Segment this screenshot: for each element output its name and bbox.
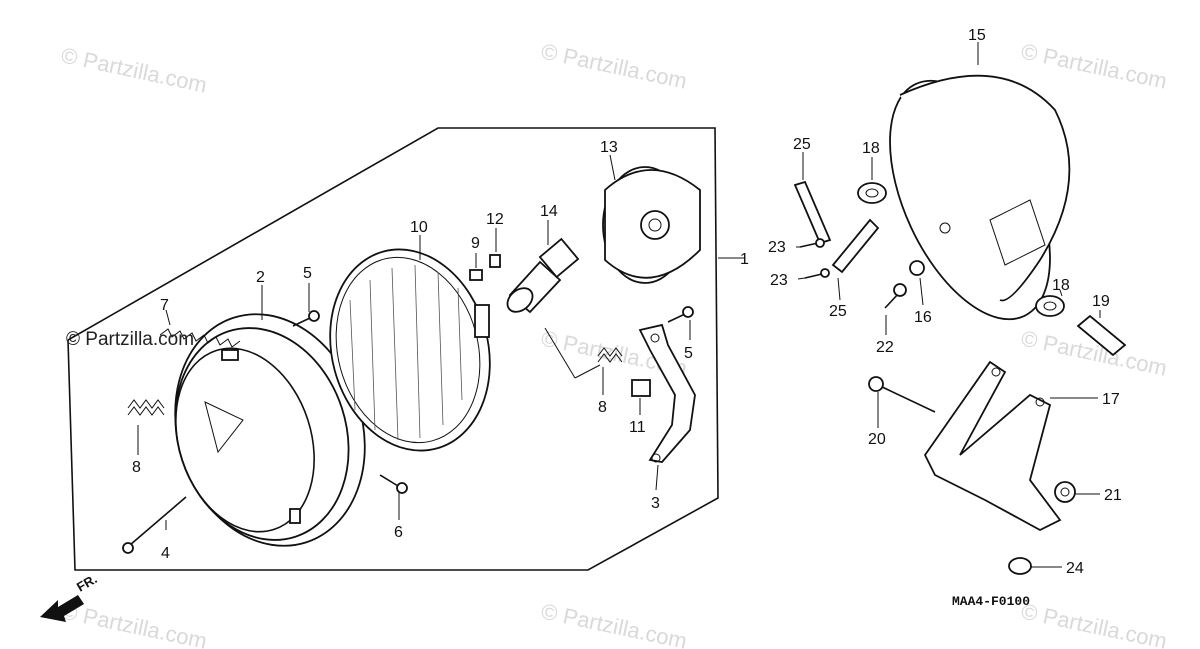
- callout-23a: 23: [768, 239, 786, 256]
- callout-6: 6: [394, 524, 403, 541]
- screw-23-lower[interactable]: [804, 268, 830, 279]
- cap-24[interactable]: [1008, 557, 1032, 575]
- callout-17: 17: [1102, 391, 1120, 408]
- bolt-22[interactable]: [884, 283, 907, 309]
- callout-11: 11: [629, 419, 646, 436]
- front-direction-label: FR.: [74, 571, 100, 594]
- spring-8-left[interactable]: [127, 399, 165, 416]
- nut-21[interactable]: [1054, 481, 1076, 503]
- callout-4: 4: [161, 545, 170, 562]
- callout-13: 13: [600, 139, 618, 156]
- socket-cover[interactable]: [602, 166, 701, 284]
- screw-6[interactable]: [379, 474, 408, 494]
- callout-8a: 8: [132, 459, 141, 476]
- callout-19: 19: [1092, 293, 1110, 310]
- spring-8-right[interactable]: [597, 347, 623, 363]
- callout-23b: 23: [770, 272, 788, 289]
- callout-3: 3: [651, 495, 660, 512]
- headlight-unit[interactable]: [308, 231, 511, 468]
- nut-11[interactable]: [631, 379, 651, 397]
- strip-25-lower[interactable]: [831, 218, 880, 274]
- screw-5-left[interactable]: [292, 310, 320, 327]
- callout-24: 24: [1066, 560, 1084, 577]
- nut-16[interactable]: [909, 260, 925, 276]
- callout-22: 22: [876, 339, 894, 356]
- callout-5b: 5: [684, 345, 693, 362]
- headlight-case[interactable]: [857, 57, 1083, 344]
- watermark: © Partzilla.com: [539, 38, 689, 93]
- headlight-bulb[interactable]: [503, 237, 580, 317]
- callout-16: 16: [914, 309, 932, 326]
- callout-14: 14: [540, 203, 558, 220]
- callout-20: 20: [868, 431, 886, 448]
- callout-8b: 8: [598, 399, 607, 416]
- callout-10: 10: [410, 219, 428, 236]
- screw-23-upper[interactable]: [799, 238, 825, 248]
- adjust-bracket[interactable]: [638, 323, 696, 463]
- spring-7[interactable]: [159, 328, 241, 348]
- watermark: © Partzilla.com: [59, 598, 209, 649]
- bolt-20[interactable]: [868, 376, 936, 413]
- callout-25a: 25: [793, 136, 811, 153]
- callout-9: 9: [471, 235, 480, 252]
- callout-18a: 18: [862, 140, 880, 157]
- watermark: © Partzilla.com: [59, 42, 209, 97]
- strip-25-upper[interactable]: [793, 180, 832, 245]
- callout-1: 1: [740, 251, 749, 268]
- callout-25b: 25: [829, 303, 847, 320]
- clip-small[interactable]: [469, 254, 501, 281]
- assembly-boundary: [67, 127, 745, 571]
- headlight-stay[interactable]: [923, 360, 1062, 532]
- leader-lines: [137, 42, 1101, 568]
- watermark: © Partzilla.com: [539, 598, 689, 649]
- callout-21: 21: [1104, 487, 1122, 504]
- watermark-dark: © Partzilla.com: [66, 329, 194, 350]
- collar-18-lower[interactable]: [1035, 295, 1065, 317]
- callout-7: 7: [160, 297, 169, 314]
- watermark: © Partzilla.com: [1019, 598, 1169, 649]
- spacer-19[interactable]: [1076, 314, 1127, 357]
- screw-5-right[interactable]: [667, 306, 694, 323]
- headlight-rim[interactable]: [146, 289, 394, 570]
- callout-15: 15: [968, 27, 986, 44]
- collar-18-upper[interactable]: [857, 182, 887, 204]
- callout-5a: 5: [303, 265, 312, 282]
- screw-4[interactable]: [122, 496, 187, 554]
- diagram-code: MAA4-F0100: [952, 594, 1030, 609]
- callouts: 1 2 3 4 5 5 6 7 8 8 9 10 11 12 13 14 15 …: [132, 27, 1122, 577]
- watermark: © Partzilla.com: [1019, 38, 1169, 93]
- callout-2: 2: [256, 269, 265, 286]
- callout-12: 12: [486, 211, 504, 228]
- callout-18b: 18: [1052, 277, 1070, 294]
